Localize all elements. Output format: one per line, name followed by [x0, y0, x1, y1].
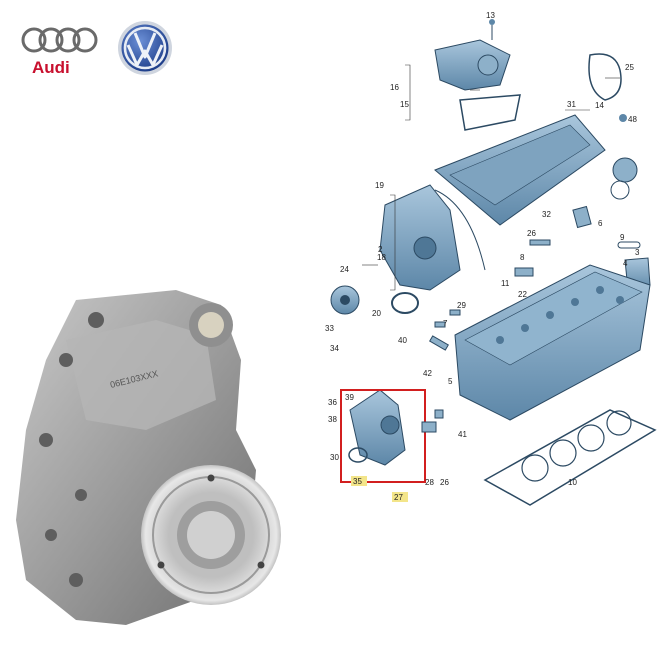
vw-logo — [118, 21, 172, 75]
svg-text:11: 11 — [501, 279, 510, 288]
svg-text:19: 19 — [375, 181, 384, 190]
svg-text:28: 28 — [425, 478, 434, 487]
svg-text:26: 26 — [527, 229, 536, 238]
svg-text:40: 40 — [398, 336, 407, 345]
svg-text:32: 32 — [542, 210, 551, 219]
svg-text:9: 9 — [620, 233, 625, 242]
svg-text:38: 38 — [328, 415, 337, 424]
svg-text:36: 36 — [328, 398, 337, 407]
svg-text:22: 22 — [518, 290, 527, 299]
svg-text:6: 6 — [598, 219, 603, 228]
engine-parts-exploded-diagram: 13 16 15 31 14 48 25 19 2 32 6 26 9 8 3 … — [325, 11, 657, 506]
svg-text:33: 33 — [325, 324, 334, 333]
svg-text:42: 42 — [423, 369, 432, 378]
callout-27: 27 — [394, 493, 403, 502]
svg-text:41: 41 — [458, 430, 467, 439]
svg-text:3: 3 — [635, 248, 640, 257]
svg-text:24: 24 — [340, 265, 349, 274]
svg-text:25: 25 — [625, 63, 634, 72]
timing-cover-part-photo: 06E103XXX — [16, 290, 281, 625]
svg-text:5: 5 — [448, 377, 453, 386]
svg-text:31: 31 — [567, 100, 576, 109]
svg-text:15: 15 — [400, 100, 409, 109]
svg-text:14: 14 — [595, 101, 604, 110]
svg-text:4: 4 — [623, 259, 628, 268]
callout-35: 35 — [353, 477, 362, 486]
svg-text:39: 39 — [345, 393, 354, 402]
svg-text:29: 29 — [457, 301, 466, 310]
audi-logo: Audi — [21, 27, 98, 77]
svg-text:26: 26 — [440, 478, 449, 487]
svg-text:48: 48 — [628, 115, 637, 124]
svg-text:13: 13 — [486, 11, 495, 20]
svg-text:7: 7 — [443, 319, 448, 328]
svg-text:20: 20 — [372, 309, 381, 318]
svg-text:18: 18 — [377, 253, 386, 262]
svg-text:34: 34 — [330, 344, 339, 353]
audi-logo-text: Audi — [32, 58, 70, 77]
svg-text:30: 30 — [330, 453, 339, 462]
svg-text:2: 2 — [378, 245, 383, 254]
svg-text:8: 8 — [520, 253, 525, 262]
svg-text:16: 16 — [390, 83, 399, 92]
svg-text:10: 10 — [568, 478, 577, 487]
